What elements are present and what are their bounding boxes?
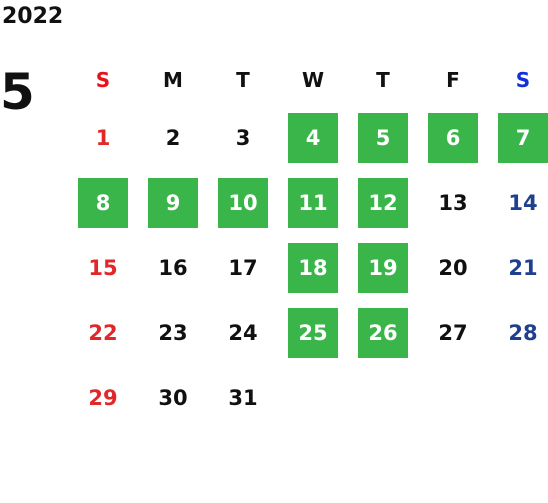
calendar-day-highlighted: 26 [358, 307, 408, 358]
weekday-header-sunday: S [95, 68, 111, 92]
calendar-day: 1 [95, 125, 111, 150]
weekday-header-wednesday: W [301, 68, 325, 92]
calendar-day: 13 [438, 190, 468, 215]
weekday-header-friday: F [446, 68, 460, 92]
calendar-cell: 21 [488, 235, 548, 300]
weekday-header-monday: M [163, 68, 183, 92]
calendar-cell: 12 [348, 170, 418, 235]
calendar-cell [348, 365, 418, 430]
weekday-header-tuesday: T [236, 68, 250, 92]
calendar-year: 2022 [2, 4, 64, 29]
calendar-day: 16 [158, 255, 188, 280]
calendar-cell: 18 [278, 235, 348, 300]
calendar-cell: 29 [68, 365, 138, 430]
calendar-cell: 5 [348, 105, 418, 170]
calendar-cell: 11 [278, 170, 348, 235]
calendar-cell [278, 365, 348, 430]
calendar-day: 23 [158, 320, 188, 345]
calendar-cell [418, 365, 488, 430]
calendar-day: 29 [88, 385, 118, 410]
calendar-day: 2 [165, 125, 181, 150]
calendar-cell: 26 [348, 300, 418, 365]
weekday-header-saturday: S [515, 68, 531, 92]
calendar-cell: 31 [208, 365, 278, 430]
calendar-day: 27 [438, 320, 468, 345]
calendar-cell: 28 [488, 300, 548, 365]
calendar-cell: 24 [208, 300, 278, 365]
calendar-day: 21 [508, 255, 538, 280]
calendar-day-highlighted: 19 [358, 242, 408, 293]
calendar-day-highlighted: 10 [218, 177, 268, 228]
calendar-cell: 30 [138, 365, 208, 430]
calendar-cell: 7 [488, 105, 548, 170]
calendar-cell: 14 [488, 170, 548, 235]
calendar-day-highlighted: 11 [288, 177, 338, 228]
calendar-cell: 23 [138, 300, 208, 365]
calendar-cell: 8 [68, 170, 138, 235]
calendar-day-highlighted: 7 [498, 112, 548, 163]
calendar-day-highlighted: 4 [288, 112, 338, 163]
calendar-day: 24 [228, 320, 258, 345]
calendar-day: 14 [508, 190, 538, 215]
calendar-cell: 16 [138, 235, 208, 300]
calendar-day-highlighted: 25 [288, 307, 338, 358]
calendar-day: 17 [228, 255, 258, 280]
calendar-cell: 10 [208, 170, 278, 235]
calendar-cell: 13 [418, 170, 488, 235]
calendar-cell: 17 [208, 235, 278, 300]
calendar-day: 15 [88, 255, 118, 280]
calendar-cell: 6 [418, 105, 488, 170]
calendar-cell: 9 [138, 170, 208, 235]
calendar-cell [488, 365, 548, 430]
weekday-header-thursday: T [376, 68, 390, 92]
calendar-month: 5 [0, 63, 35, 121]
calendar-day: 22 [88, 320, 118, 345]
calendar-day: 28 [508, 320, 538, 345]
calendar-day: 20 [438, 255, 468, 280]
calendar-day-highlighted: 5 [358, 112, 408, 163]
calendar-day-highlighted: 8 [78, 177, 128, 228]
calendar-cell: 1 [68, 105, 138, 170]
calendar-cell: 25 [278, 300, 348, 365]
calendar-day-highlighted: 6 [428, 112, 478, 163]
calendar-day: 31 [228, 385, 258, 410]
calendar-cell: 20 [418, 235, 488, 300]
calendar-day-highlighted: 9 [148, 177, 198, 228]
calendar-cell: 4 [278, 105, 348, 170]
calendar-cell: 3 [208, 105, 278, 170]
calendar-cell: 19 [348, 235, 418, 300]
calendar-day-highlighted: 18 [288, 242, 338, 293]
calendar-day: 3 [235, 125, 251, 150]
calendar-cell: 27 [418, 300, 488, 365]
calendar-cell: 2 [138, 105, 208, 170]
calendar-day-highlighted: 12 [358, 177, 408, 228]
calendar-day: 30 [158, 385, 188, 410]
calendar-cell: 22 [68, 300, 138, 365]
calendar-cell: 15 [68, 235, 138, 300]
